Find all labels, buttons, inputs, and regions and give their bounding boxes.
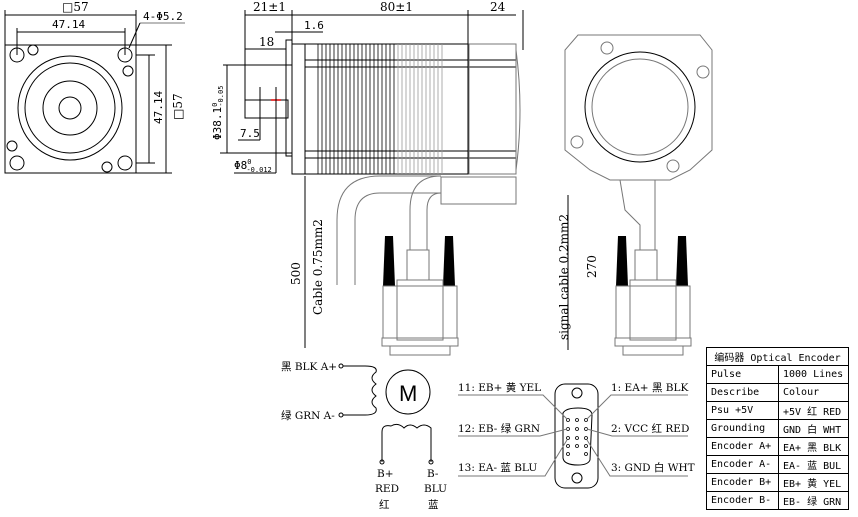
pin-11: 11: EB+ 黄 YEL [458,381,541,394]
signal-cable-spec: signal cable 0.2mm2 [557,214,571,340]
dim-square-height: □57 [171,93,185,120]
cell: Grounding [706,419,779,438]
wire-b-plus: B+ [377,468,394,480]
cell: Colour [778,383,849,402]
pin-13: 13: EA- 蓝 BLU [458,462,537,474]
cell: Describe [706,383,779,402]
cell: Encoder A+ [706,437,779,456]
connector-side [381,236,459,356]
dim-shaft-usable: 18 [259,35,274,49]
wire-b-plus-color: RED [375,483,399,495]
cell: EA- 蓝 BUL [778,455,849,474]
dim-shaft-diameter: Φ80-0.012 [234,158,272,174]
cell: 1000 Lines [778,365,849,384]
cell: Encoder B+ [706,473,779,492]
dim-boss-diameter: Φ38.10-0.05 [211,86,225,140]
wire-b-minus-color: BLU [424,483,447,495]
wire-b-minus: B- [427,468,439,480]
cell: GND 白 WHT [778,419,849,438]
wire-b-plus-cn: 红 [379,498,390,511]
table-row: Encoder A+EA+ 黑 BLK [706,437,849,456]
connector-pinout: 11: EB+ 黄 YEL 12: EB- 绿 GRN 13: EA- 蓝 BL… [458,381,695,489]
dim-flat-depth: 7.5 [240,127,260,140]
table-row: Psu +5V+5V 红 RED [706,401,849,420]
pin-2: 2: VCC 红 RED [611,422,689,435]
table-row: Encoder B-EB- 绿 GRN [706,491,849,510]
dim-shaft-length: 21±1 [253,0,286,14]
dim-square-width: □57 [62,0,89,14]
dim-body-length: 80±1 [380,0,413,14]
end-view: signal cable 0.2mm2 270 [557,34,713,356]
side-view: 21±1 80±1 24 1.6 18 Φ38.10-0.05 7.5 Φ80-… [211,0,524,356]
cell: Encoder B- [706,491,779,510]
pin-3: 3: GND 白 WHT [611,461,695,474]
pin-12: 12: EB- 绿 GRN [458,422,540,435]
dim-encoder-length: 24 [490,0,506,14]
cell: EA+ 黑 BLK [778,437,849,456]
cell: Pulse [706,365,779,384]
cell: +5V 红 RED [778,401,849,420]
front-view: □57 47.14 4-Φ5.2 47.14 □57 [4,0,185,174]
table-row: Encoder A-EA- 蓝 BUL [706,455,849,474]
cell: Encoder A- [706,455,779,474]
dim-signal-length: 270 [585,255,599,278]
cell: Psu +5V [706,401,779,420]
cell: EB- 绿 GRN [778,491,849,510]
dim-cable-length: 500 [289,262,303,285]
dim-flange: 1.6 [304,19,324,32]
motor-symbol: M [399,381,417,406]
table-row: Encoder B+EB+ 黄 YEL [706,473,849,492]
cable-spec: Cable 0.75mm2 [311,219,325,315]
cell: EB+ 黄 YEL [778,473,849,492]
dim-hole-spacing-v: 47.14 [152,91,165,124]
wire-a-plus: 黑 BLK A+ [281,361,337,373]
dim-hole-spacing-h: 47.14 [52,18,85,31]
encoder-table-title: 编码器 Optical Encoder [706,347,849,366]
wire-a-minus: 绿 GRN A- [281,409,335,422]
connector-end [614,236,692,356]
motor-wiring: 黑 BLK A+ 绿 GRN A- M B+ RED 红 B- BLU 蓝 [281,361,447,511]
pin-1: 1: EA+ 黑 BLK [611,382,688,394]
wire-b-minus-cn: 蓝 [428,499,439,511]
dim-holes: 4-Φ5.2 [143,10,183,23]
